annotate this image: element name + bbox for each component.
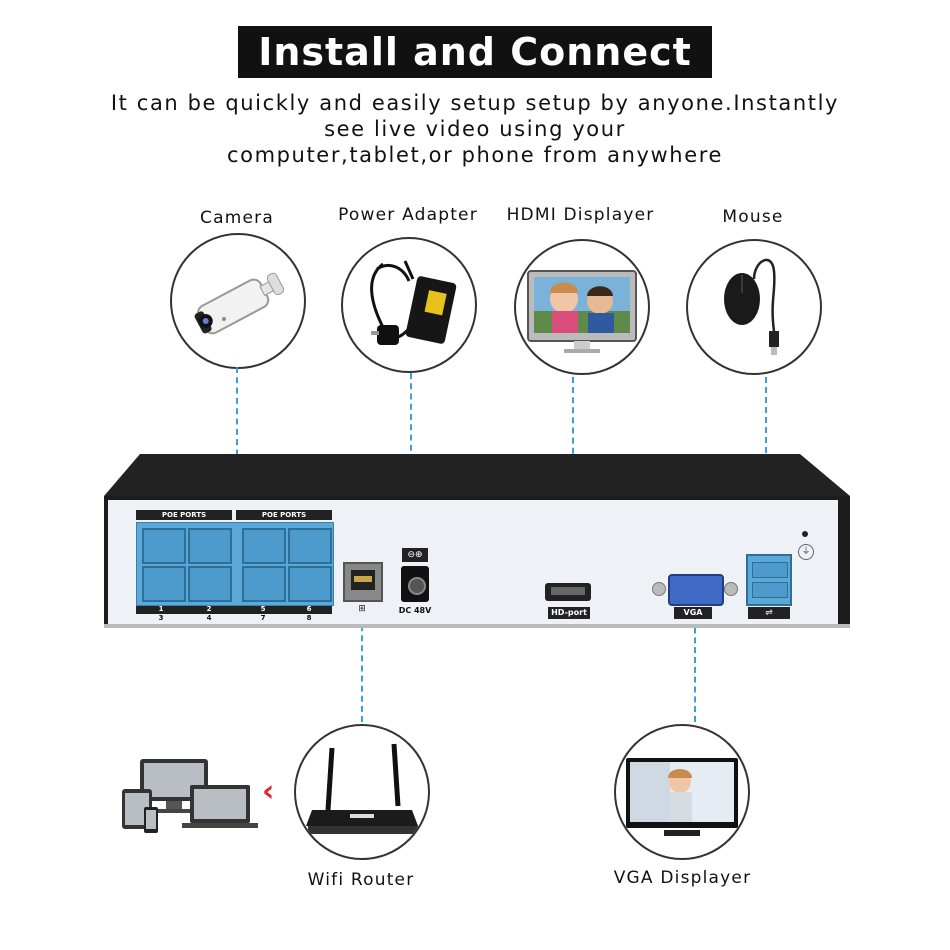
poe-port-4[interactable] xyxy=(188,566,232,602)
poe-number-2: 2 xyxy=(206,605,212,613)
mouse-circle xyxy=(686,239,822,375)
poe-number-6: 6 xyxy=(306,605,312,613)
dc-power-port[interactable] xyxy=(401,566,429,602)
poe-port-8[interactable] xyxy=(288,566,332,602)
router-circle xyxy=(294,724,430,860)
hdmi-displayer-label: HDMI Displayer xyxy=(506,205,655,225)
poe-port-6[interactable] xyxy=(288,528,332,564)
poe-number-3: 3 xyxy=(158,614,164,622)
poe-port-1[interactable] xyxy=(142,528,186,564)
power-adapter-circle xyxy=(341,237,477,373)
reset-hole[interactable] xyxy=(802,531,808,537)
mouse-label: Mouse xyxy=(722,207,784,227)
mouse-icon xyxy=(724,258,779,355)
router-connector-line xyxy=(361,615,363,722)
subtitle-line-2: see live video using your xyxy=(324,117,626,141)
vga-displayer-circle xyxy=(614,724,750,860)
network-icon: ⊞ xyxy=(358,604,366,614)
poe-port-2[interactable] xyxy=(188,528,232,564)
arrow-left-icon: ‹ xyxy=(262,774,275,809)
power-adapter-label: Power Adapter xyxy=(338,205,478,225)
subtitle-line-3: computer,tablet,or phone from anywhere xyxy=(226,143,724,167)
poe-ports-label-right: POE PORTS xyxy=(236,510,332,520)
vga-displayer-label: VGA Displayer xyxy=(613,868,752,888)
power-adapter-icon xyxy=(370,260,457,345)
page-title: Install and Connect xyxy=(238,26,712,78)
dc-polarity-icon: ⊖⊕ xyxy=(402,548,428,562)
camera-icon xyxy=(194,272,285,335)
camera-connector-line xyxy=(236,367,238,507)
poe-number-8: 8 xyxy=(306,614,312,622)
vga-port-label: VGA xyxy=(674,607,712,619)
poe-port-3[interactable] xyxy=(142,566,186,602)
monitor-icon xyxy=(626,758,738,836)
hdmi-displayer-circle xyxy=(514,239,650,375)
poe-number-1: 1 xyxy=(158,605,164,613)
poe-ports-panel: POE PORTS POE PORTS 1 2 5 6 3 4 7 8 xyxy=(134,510,334,626)
camera-label: Camera xyxy=(200,208,274,228)
poe-number-5: 5 xyxy=(260,605,266,613)
lan-port[interactable] xyxy=(343,562,383,602)
poe-port-7[interactable] xyxy=(242,566,286,602)
dc-label: DC 48V xyxy=(398,606,432,615)
camera-circle xyxy=(170,233,306,369)
usb-ports[interactable] xyxy=(746,554,792,606)
hdmi-port[interactable] xyxy=(545,583,591,601)
usb-icon: ⇌ xyxy=(748,607,790,619)
router-icon xyxy=(306,743,418,834)
vga-port[interactable] xyxy=(652,574,738,606)
poe-ports-label-left: POE PORTS xyxy=(136,510,232,520)
poe-number-4: 4 xyxy=(206,614,212,622)
subtitle: It can be quickly and easily setup setup… xyxy=(60,90,890,168)
poe-number-strip-top xyxy=(136,606,332,614)
poe-port-5[interactable] xyxy=(242,528,286,564)
monitor-icon xyxy=(527,270,637,353)
subtitle-line-1: It can be quickly and easily setup setup… xyxy=(110,91,840,115)
vga-connector-line xyxy=(694,598,696,722)
wifi-router-label: Wifi Router xyxy=(307,870,415,890)
hdmi-port-label: HD-port xyxy=(548,607,590,619)
computer-devices-icon xyxy=(122,759,258,833)
poe-number-7: 7 xyxy=(260,614,266,622)
ground-icon: ⏚ xyxy=(798,544,814,560)
